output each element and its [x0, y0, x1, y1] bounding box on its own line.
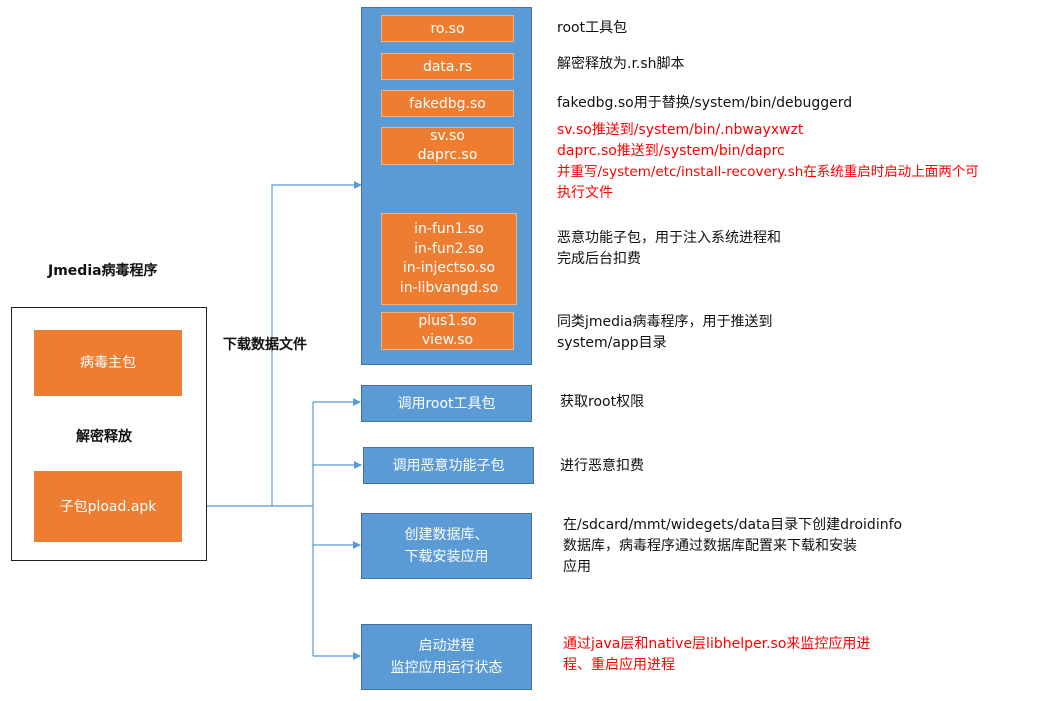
note-plus-line-1: 同类jmedia病毒程序，用于推送到 — [557, 314, 773, 330]
note-sv: sv.so推送到/system/bin/.nbwayxwzt daprc.so推… — [557, 120, 979, 204]
note-sv-line-4: 执行文件 — [557, 185, 613, 201]
file-sv: sv.so daprc.so — [381, 127, 514, 165]
create-db-label-1: 创建数据库、 — [404, 527, 489, 543]
call-malicious-box: 调用恶意功能子包 — [363, 447, 534, 484]
file-infun-label-4: in-libvangd.so — [399, 279, 499, 296]
note-ro: root工具包 — [557, 20, 628, 36]
file-ro: ro.so — [381, 15, 514, 42]
note-plus: 同类jmedia病毒程序，用于推送到 system/app目录 — [557, 312, 773, 354]
note-create-db: 在/sdcard/mmt/widegets/data目录下创建droidinfo… — [563, 515, 902, 578]
note-sv-line-2: daprc.so推送到/system/bin/daprc — [557, 143, 785, 159]
file-infun-label-1: in-fun1.so — [414, 221, 484, 237]
note-infun-line-2: 完成后台扣费 — [557, 251, 641, 267]
note-start-process-line-1: 通过java层和native层libhelper.so来监控应用进 — [563, 636, 871, 652]
file-fakedbg: fakedbg.so — [381, 90, 514, 117]
file-data-label: data.rs — [422, 58, 473, 75]
note-create-db-line-3: 应用 — [563, 559, 591, 575]
file-plus-label-1: plus1.so — [418, 313, 477, 329]
call-malicious-label: 调用恶意功能子包 — [392, 457, 505, 474]
note-create-db-line-1: 在/sdcard/mmt/widegets/data目录下创建droidinfo — [563, 517, 903, 533]
create-db-label-2: 下载安装应用 — [404, 549, 489, 565]
file-infun: in-fun1.so in-fun2.so in-injectso.so in-… — [381, 213, 517, 305]
main-package-box: 病毒主包 — [34, 330, 182, 396]
call-root-label: 调用root工具包 — [397, 395, 496, 412]
file-fakedbg-label: fakedbg.so — [409, 95, 486, 112]
note-sv-line-3: 并重写/system/etc/install-recovery.sh在系统重启时… — [557, 164, 979, 180]
start-process-label-1: 启动进程 — [418, 638, 475, 654]
note-infun: 恶意功能子包，用于注入系统进程和 完成后台扣费 — [557, 228, 781, 270]
start-process-box: 启动进程 监控应用运行状态 — [361, 624, 532, 690]
arrow-download — [271, 181, 362, 506]
release-label: 解密释放 — [76, 429, 132, 445]
main-package-label: 病毒主包 — [80, 355, 136, 371]
file-infun-label-3: in-injectso.so — [402, 260, 496, 276]
note-plus-line-2: system/app目录 — [557, 335, 667, 351]
call-root-box: 调用root工具包 — [361, 385, 532, 422]
note-sv-line-1: sv.so推送到/system/bin/.nbwayxwzt — [557, 122, 804, 138]
sub-package-label: 子包pload.apk — [59, 498, 157, 515]
download-label: 下载数据文件 — [223, 337, 307, 353]
note-start-process: 通过java层和native层libhelper.so来监控应用进 程、重启应用… — [563, 634, 870, 676]
start-process-label-2: 监控应用运行状态 — [390, 660, 503, 676]
note-start-process-line-2: 程、重启应用进程 — [563, 657, 675, 673]
note-create-db-line-2: 数据库，病毒程序通过数据库配置来下载和安装 — [563, 538, 857, 554]
file-plus-label-2: view.so — [421, 332, 474, 348]
note-call-root: 获取root权限 — [560, 394, 645, 410]
note-infun-line-1: 恶意功能子包，用于注入系统进程和 — [557, 230, 781, 246]
file-sv-label-2: daprc.so — [417, 147, 478, 163]
diagram-title: Jmedia病毒程序 — [48, 263, 158, 279]
sub-package-box: 子包pload.apk — [34, 471, 182, 542]
file-sv-label-1: sv.so — [430, 128, 465, 144]
note-call-malicious: 进行恶意扣费 — [560, 458, 644, 474]
file-plus: plus1.so view.so — [381, 312, 514, 350]
file-infun-label-2: in-fun2.so — [414, 240, 484, 257]
note-fakedbg: fakedbg.so用于替换/system/bin/debuggerd — [557, 95, 853, 111]
note-data: 解密释放为.r.sh脚本 — [557, 56, 685, 72]
file-ro-label: ro.so — [430, 20, 465, 37]
file-data: data.rs — [381, 53, 514, 80]
create-db-box: 创建数据库、 下载安装应用 — [361, 513, 532, 579]
